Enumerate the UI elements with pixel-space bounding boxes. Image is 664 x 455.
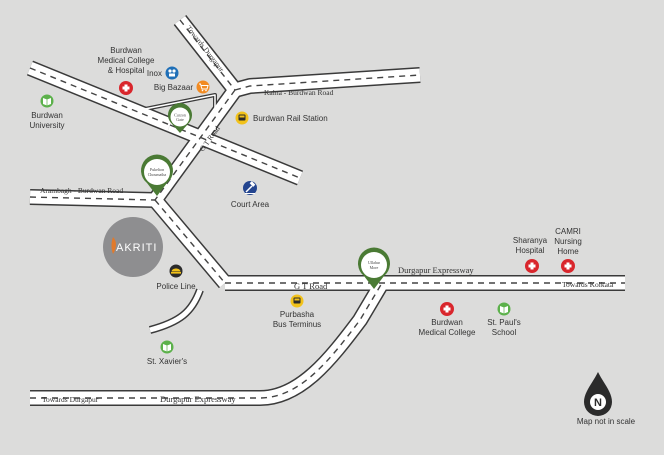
- scale-note: Map not in scale: [576, 417, 636, 426]
- poi-label: University: [29, 121, 64, 130]
- poi-label: Home: [557, 247, 579, 256]
- poi-burdwan-medical-college-hospital[interactable]: Burdwan Medical College & Hospital: [98, 46, 155, 95]
- poi-camri-nursing-home[interactable]: CAMRI Nursing Home: [554, 227, 582, 273]
- poi-label: Burdwan: [31, 111, 63, 120]
- poi-label: Police Line: [156, 282, 196, 291]
- poi-label: Burdwan: [110, 46, 142, 55]
- road-centerlines: [29, 19, 625, 399]
- poi-purbasha-bus-terminus[interactable]: Purbasha Bus Terminus: [273, 294, 321, 330]
- road-label-durgapur-expressway-east: Durgapur Expressway: [398, 265, 474, 275]
- poi-burdwan-medical-college[interactable]: Burdwan Medical College: [419, 302, 476, 337]
- road-network: [27, 15, 625, 405]
- poi-label: CAMRI: [555, 227, 581, 236]
- shopping-cart-icon: [196, 80, 210, 94]
- cinema-icon: [165, 66, 179, 80]
- poi-court-area[interactable]: Court Area: [231, 181, 270, 209]
- road-label-gt-road-east: G T Road: [294, 281, 328, 291]
- poi-label: School: [492, 328, 517, 337]
- poi-label: Medical College: [98, 56, 155, 65]
- poi-label: Inox: [147, 69, 162, 78]
- court-gavel-icon: [243, 181, 257, 195]
- school-book-icon: [160, 340, 174, 354]
- poi-burdwan-university[interactable]: Burdwan University: [29, 94, 65, 131]
- compass: N: [584, 372, 612, 416]
- poi-label: & Hospital: [108, 66, 145, 75]
- poi-label: Purbasha: [280, 310, 315, 319]
- pin-ullahar-more[interactable]: Ullahar More: [358, 247, 390, 289]
- road-label-kalna-burdwan: Kalna - Burdwan Road: [264, 88, 334, 97]
- road-label-durgapur-expressway-south: Durgapur Expressway: [160, 394, 236, 404]
- hospital-cross-icon: [561, 259, 575, 273]
- poi-label: Big Bazaar: [154, 83, 193, 92]
- hospital-cross-icon: [440, 302, 454, 316]
- poi-label: Bus Terminus: [273, 320, 321, 329]
- pin-curzon-gate[interactable]: Curzon Gate: [168, 103, 192, 133]
- poi-label: Court Area: [231, 200, 270, 209]
- poi-st-xaviers[interactable]: St. Xavier's: [147, 340, 187, 367]
- akriti-logo-icon: [111, 237, 116, 254]
- road-label-arambagh-burdwan: Arambagh - Burdwan Road: [40, 186, 123, 195]
- school-book-icon: [497, 302, 511, 316]
- pin-label: Curzon: [174, 113, 186, 118]
- school-book-icon: [40, 94, 54, 108]
- hospital-cross-icon: [119, 81, 133, 95]
- compass-letter: N: [594, 397, 602, 409]
- train-icon: [235, 111, 249, 125]
- poi-inox[interactable]: Inox: [147, 66, 179, 80]
- hospital-cross-icon: [525, 259, 539, 273]
- poi-label: Burdwan: [431, 318, 463, 327]
- poi-label: Burdwan Rail Station: [253, 114, 328, 123]
- pin-pukelton-choumatha[interactable]: Pukelton Choumatha: [140, 154, 173, 196]
- project-name: AKRITI: [116, 242, 157, 254]
- poi-label: St. Paul's: [487, 318, 521, 327]
- pin-label: More: [370, 265, 379, 270]
- points-of-interest: Burdwan Medical College & Hospital Inox …: [29, 46, 581, 366]
- poi-label: Hospital: [516, 246, 545, 255]
- poi-label: Medical College: [419, 328, 476, 337]
- police-cap-icon: [169, 264, 183, 278]
- pin-label: Pukelton: [150, 167, 164, 172]
- pin-label: Ullahar: [368, 260, 381, 265]
- road-label-towards-durgapur-bottom: Towards Durgapur: [42, 395, 99, 404]
- poi-label: Nursing: [554, 237, 582, 246]
- poi-police-line[interactable]: Police Line: [156, 264, 196, 292]
- pin-label: Choumatha: [148, 172, 167, 177]
- poi-label: Sharanya: [513, 236, 548, 245]
- project-marker-akriti[interactable]: AKRITI: [103, 217, 163, 277]
- poi-st-pauls-school[interactable]: St. Paul's School: [487, 302, 521, 338]
- pin-label: Gate: [176, 117, 184, 122]
- poi-sharanya-hospital[interactable]: Sharanya Hospital: [513, 236, 548, 273]
- location-pins: Curzon Gate Pukelton Choumatha Ullahar M…: [140, 103, 390, 289]
- road-label-towards-durgapur-top: Towards Durgapur: [184, 24, 226, 74]
- bus-icon: [290, 294, 304, 308]
- poi-label: St. Xavier's: [147, 357, 187, 366]
- road-label-towards-kolkata: Towards Kolkata: [562, 280, 614, 289]
- poi-big-bazaar[interactable]: Big Bazaar: [154, 80, 210, 94]
- poi-burdwan-rail-station[interactable]: Burdwan Rail Station: [235, 111, 328, 125]
